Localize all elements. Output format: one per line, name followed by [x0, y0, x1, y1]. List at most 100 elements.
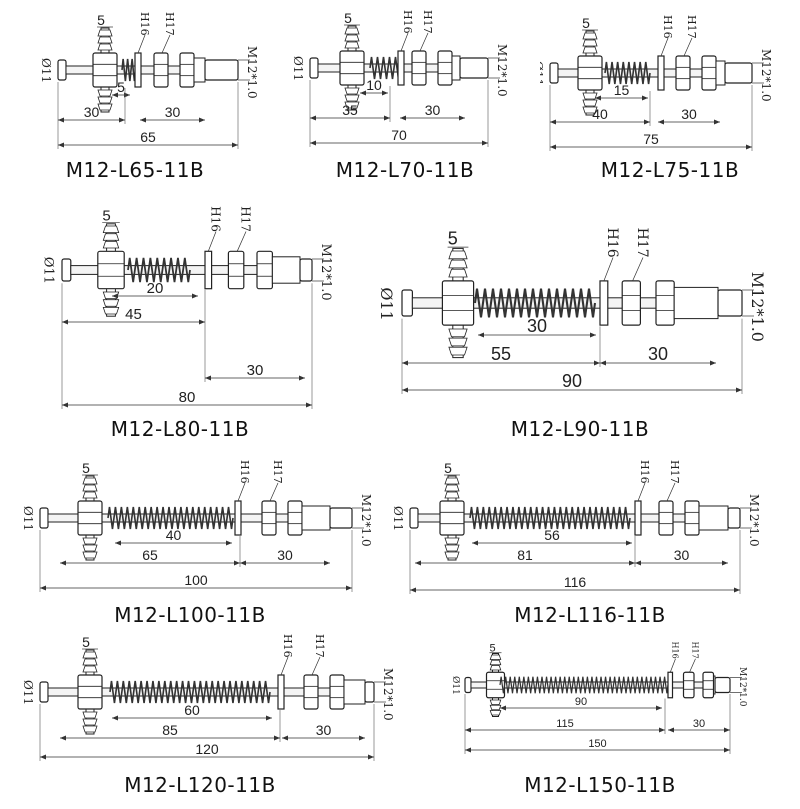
h17-label: H17 — [685, 15, 698, 39]
barb-ring — [102, 241, 120, 249]
arrowhead — [465, 727, 471, 733]
dimension-value: 30 — [277, 547, 293, 563]
arrowhead — [626, 540, 632, 546]
dimension-value: 100 — [184, 572, 208, 588]
barb-ring — [82, 711, 98, 719]
h17-nut — [675, 55, 691, 91]
hose-width-value: 5 — [102, 208, 110, 225]
arrowhead — [360, 90, 366, 96]
h16-label: H16 — [401, 10, 414, 34]
leader-line — [207, 231, 217, 252]
barb-ring — [444, 477, 460, 485]
arrowhead — [359, 735, 365, 741]
arrowhead — [465, 747, 471, 753]
dimension-value: 35 — [342, 102, 358, 118]
dimension-value: 15 — [614, 82, 630, 98]
arrowhead — [266, 715, 272, 721]
barb-ring — [82, 537, 98, 545]
leader-line — [161, 34, 171, 54]
arrowhead — [119, 117, 125, 123]
leader-line — [683, 37, 693, 57]
barb-ring — [82, 665, 98, 673]
suction-tip — [309, 57, 319, 79]
threaded-end — [698, 505, 729, 531]
arrowhead — [346, 585, 352, 591]
bore-label: Ø11 — [21, 506, 35, 531]
arrowhead — [402, 387, 408, 393]
lock-nut — [256, 250, 273, 290]
barb-ring — [448, 328, 468, 338]
arrowhead — [232, 142, 238, 148]
h17-nut — [411, 50, 427, 86]
bore-label: Ø11 — [540, 61, 545, 86]
spring-coil — [469, 506, 631, 530]
arrowhead — [62, 319, 68, 325]
barb-ring — [448, 337, 468, 347]
arrowhead — [112, 92, 118, 98]
barb-ring — [489, 654, 502, 660]
barb-ring — [344, 101, 360, 109]
h17-label: H17 — [668, 460, 681, 484]
dimension-value: 65 — [140, 129, 156, 145]
arrowhead — [644, 119, 650, 125]
arrowhead — [658, 119, 664, 125]
arrowhead — [734, 587, 740, 593]
barb-ring — [82, 491, 98, 499]
dimension-value: 30 — [648, 344, 668, 364]
h17-nut — [303, 674, 319, 710]
body-block — [97, 250, 125, 290]
h17-label: H17 — [239, 206, 253, 232]
thread-label: M12*1.0 — [359, 494, 373, 547]
thread-label: M12*1.0 — [381, 668, 395, 721]
end-nut — [724, 62, 753, 84]
arrowhead — [710, 360, 716, 366]
barb-ring — [97, 103, 113, 111]
arrowhead — [472, 540, 478, 546]
arrowhead — [115, 540, 121, 546]
spring-coil — [369, 56, 401, 80]
arrowhead — [668, 727, 674, 733]
arrowhead — [659, 727, 665, 733]
body-block — [577, 55, 603, 91]
leader-line — [400, 32, 409, 52]
barb-ring — [582, 39, 598, 47]
end-nut — [727, 507, 741, 529]
leader-line — [669, 658, 676, 673]
h17-label: H17 — [313, 634, 326, 658]
thread-label: M12*1.0 — [748, 272, 767, 342]
arrowhead — [282, 735, 288, 741]
h16-washer — [277, 674, 285, 710]
hose-width-value: 5 — [344, 10, 352, 26]
h17-nut — [227, 250, 245, 290]
suction-tip — [61, 258, 72, 282]
dimension-value: 30 — [681, 106, 697, 122]
barb-ring — [97, 43, 113, 51]
suction-tip — [39, 681, 49, 703]
dimension-value: 30 — [165, 104, 181, 120]
arrowhead — [642, 95, 648, 101]
body-block — [77, 500, 103, 536]
arrowhead — [550, 119, 556, 125]
dimension-value: 90 — [562, 371, 582, 391]
arrowhead — [60, 560, 66, 566]
suction-tip — [409, 507, 419, 529]
arrowhead — [600, 360, 606, 366]
barb-ring — [489, 699, 502, 705]
dimension-value: 81 — [517, 547, 533, 563]
leader-line — [419, 32, 429, 52]
barb-ring — [582, 92, 598, 100]
arrowhead — [124, 92, 130, 98]
lock-nut — [179, 52, 195, 88]
h17-label: H17 — [271, 460, 284, 484]
suction-tip — [401, 289, 413, 317]
barb-ring — [448, 250, 468, 260]
arrowhead — [724, 727, 730, 733]
h16-label: H16 — [671, 642, 680, 659]
arrowhead — [40, 754, 46, 760]
dimension-value: 30 — [425, 102, 441, 118]
